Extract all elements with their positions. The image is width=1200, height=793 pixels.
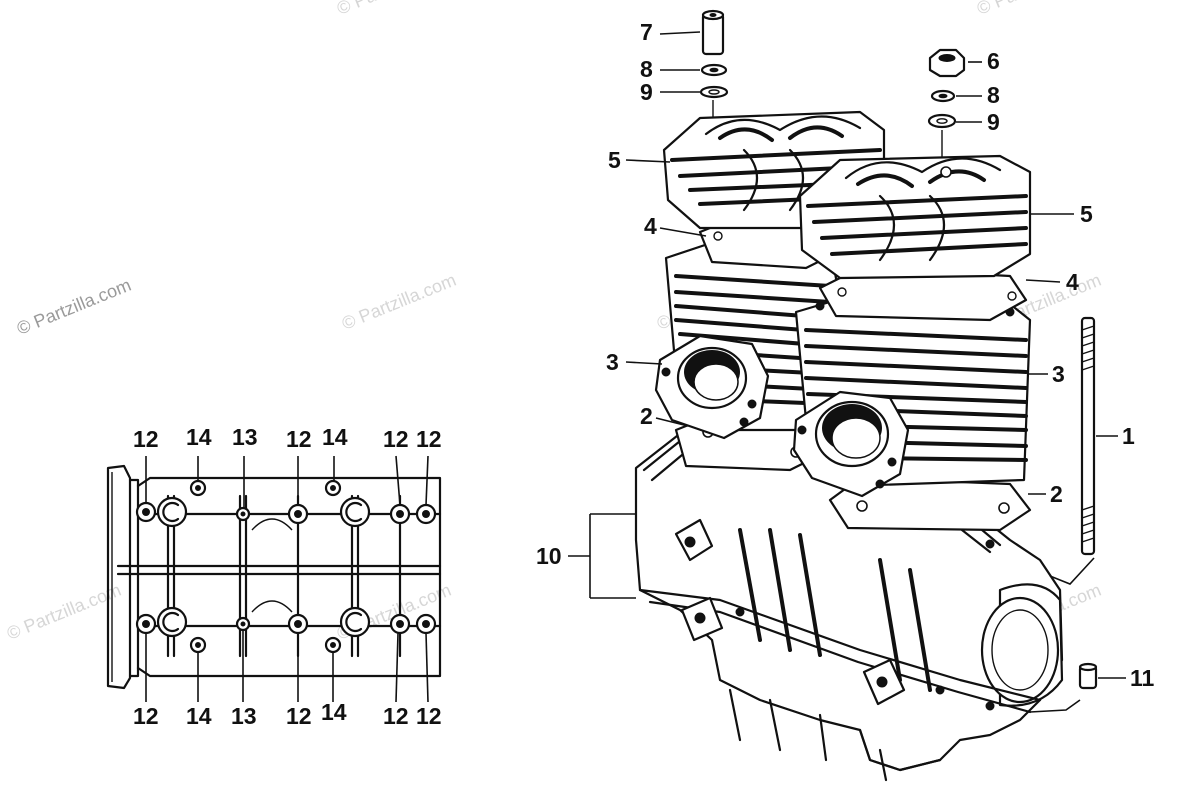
stud-bolt	[1080, 316, 1096, 556]
callout-12: 12	[416, 426, 442, 452]
callout-5: 5	[1080, 201, 1093, 227]
callout-12: 12	[133, 703, 159, 729]
callout-12: 12	[383, 426, 409, 452]
callout-13: 13	[231, 703, 257, 729]
callout-8: 8	[640, 56, 653, 82]
callout-9: 9	[640, 79, 653, 105]
callout-12: 12	[286, 426, 312, 452]
callout-12: 12	[133, 426, 159, 452]
callout-3: 3	[606, 349, 619, 375]
callout-12: 12	[286, 703, 312, 729]
right-callouts: 7 8 9 6 8 9 5 5 4 4 3 3 2 2 1 10 11	[536, 19, 1155, 691]
watermark-main: © Partzilla.com	[14, 275, 134, 339]
watermark-faint: © Partzilla.com	[974, 0, 1094, 19]
cylinder-left	[654, 238, 842, 440]
left-callouts: 12 14 13 12 14 12 12 12 14 13 12 14 12 1…	[133, 424, 442, 729]
callout-14: 14	[186, 424, 212, 450]
watermark-faint: © Partzilla.com	[334, 0, 454, 19]
callout-6: 6	[987, 48, 1000, 74]
callout-7: 7	[640, 19, 653, 45]
watermark-faint: © Partzilla.com	[339, 270, 459, 334]
callout-1: 1	[1122, 423, 1135, 449]
engine-exploded-view	[568, 9, 1126, 782]
cylinder-right	[792, 294, 1032, 498]
callout-14: 14	[322, 424, 348, 450]
watermark-faint: © Partzilla.com	[4, 580, 124, 644]
cylinder-head-right	[798, 154, 1032, 280]
callout-4: 4	[1066, 269, 1079, 295]
callout-4: 4	[644, 213, 657, 239]
crankcase-bottom-view	[106, 455, 442, 703]
callout-2: 2	[640, 403, 653, 429]
callout-11: 11	[1130, 665, 1155, 691]
hex-nut	[928, 48, 966, 78]
callout-10: 10	[536, 543, 562, 569]
callout-3: 3	[1052, 361, 1065, 387]
callout-13: 13	[232, 424, 258, 450]
dowel-pin	[1078, 662, 1098, 690]
callout-14: 14	[186, 703, 212, 729]
boss-row-top	[135, 479, 437, 528]
callout-5: 5	[608, 147, 621, 173]
callout-2: 2	[1050, 481, 1063, 507]
callout-14: 14	[321, 699, 347, 725]
callout-9: 9	[987, 109, 1000, 135]
spacer-nut	[701, 9, 725, 56]
callout-12: 12	[416, 703, 442, 729]
base-gasket-right	[828, 476, 1032, 532]
callout-8: 8	[987, 82, 1000, 108]
callout-12: 12	[383, 703, 409, 729]
